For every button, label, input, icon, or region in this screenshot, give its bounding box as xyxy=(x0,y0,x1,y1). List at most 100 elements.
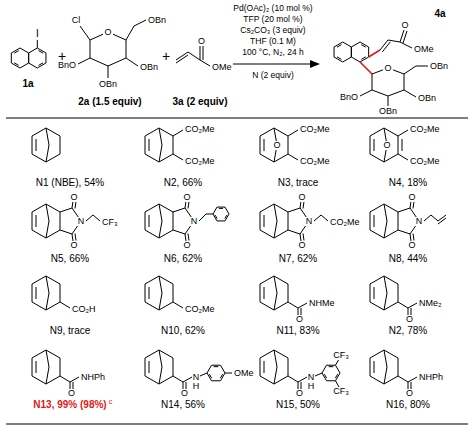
bond xyxy=(36,287,37,299)
bond xyxy=(46,204,49,238)
bond xyxy=(75,202,76,209)
bond xyxy=(200,46,201,60)
bond xyxy=(298,303,307,308)
bond xyxy=(32,128,60,162)
bond xyxy=(388,96,389,106)
text-label: N xyxy=(307,373,316,382)
text-label: Cs₂CO₃ (3 equiv) xyxy=(239,26,306,35)
text-label: OMe xyxy=(413,45,435,54)
bond xyxy=(90,32,126,66)
text-label: N4, 18% xyxy=(388,178,428,188)
bond xyxy=(260,204,288,238)
text-label: 1a xyxy=(21,79,34,89)
bond xyxy=(404,90,416,97)
bond xyxy=(298,377,307,382)
text-label: Cl xyxy=(71,16,82,25)
bond xyxy=(315,373,322,376)
text-label: OMe xyxy=(211,63,233,72)
bond xyxy=(72,201,73,208)
bond xyxy=(60,376,70,382)
text-label: I xyxy=(35,29,40,39)
bond xyxy=(382,42,390,52)
bond xyxy=(370,204,398,238)
text-label: O xyxy=(69,193,78,202)
bond xyxy=(32,276,60,310)
bond xyxy=(335,374,337,378)
bond xyxy=(78,58,90,64)
bond xyxy=(214,366,219,367)
bond xyxy=(374,361,375,373)
bond xyxy=(209,374,211,378)
bond xyxy=(149,215,150,227)
bond xyxy=(260,350,288,384)
text-label: CF₃ xyxy=(101,218,119,227)
bond xyxy=(149,361,150,373)
bond xyxy=(400,30,404,42)
bond xyxy=(145,350,173,384)
bond xyxy=(274,204,277,238)
text-label: OBn xyxy=(429,62,449,71)
bond xyxy=(388,40,400,42)
bond xyxy=(288,302,298,308)
bond xyxy=(86,215,100,221)
text-label: O xyxy=(407,241,416,250)
bond xyxy=(384,204,387,238)
bond xyxy=(149,139,150,151)
bond xyxy=(173,154,183,160)
text-label: N3, trace xyxy=(277,178,320,188)
bond xyxy=(159,204,162,238)
bond xyxy=(6,118,468,119)
text-label: NMe₂ xyxy=(418,299,443,308)
text-label: NHPh xyxy=(80,373,106,382)
text-label: 4a xyxy=(433,9,446,19)
text-label: NHPh xyxy=(418,373,444,382)
text-label: N15, 50% xyxy=(275,400,321,410)
text-label: O xyxy=(383,64,392,73)
text-label: CO₂Me xyxy=(184,157,216,166)
text-label: CO₂H xyxy=(71,305,97,314)
bond xyxy=(408,303,417,308)
text-label: O xyxy=(182,193,191,202)
bond xyxy=(183,377,192,382)
bond xyxy=(75,234,76,241)
text-label: O xyxy=(405,389,414,398)
text-label: OBn xyxy=(378,107,398,116)
text-label: + xyxy=(161,49,171,63)
text-label: N (2 equiv) xyxy=(251,71,295,80)
text-label: O xyxy=(67,389,76,398)
text-label: H xyxy=(307,382,316,391)
bond xyxy=(14,63,18,66)
text-label: BnO xyxy=(57,61,77,70)
bond xyxy=(36,139,37,151)
text-label: TFP (20 mol %) xyxy=(242,15,303,24)
bond xyxy=(322,365,340,381)
text-label: N2, 66% xyxy=(163,178,203,188)
text-label: Pd(OAc)₂ (10 mol %) xyxy=(232,4,313,13)
text-label: BnO xyxy=(339,93,359,102)
bond xyxy=(149,287,150,299)
bond xyxy=(334,42,351,62)
text-label: CO₂Me xyxy=(299,157,331,166)
bond xyxy=(337,45,341,48)
text-label: N16, 80% xyxy=(385,400,431,410)
text-label: O xyxy=(180,389,189,398)
bond xyxy=(403,31,407,43)
text-label: 100 °C, N₂, 24 h xyxy=(241,48,305,57)
bond xyxy=(438,215,446,221)
bond xyxy=(200,373,207,376)
bond xyxy=(374,287,375,299)
bond xyxy=(274,350,277,384)
bond xyxy=(37,40,38,48)
bond xyxy=(46,276,49,310)
bond xyxy=(6,424,468,425)
text-label: O xyxy=(182,241,191,250)
text-label: O xyxy=(297,241,306,250)
bond xyxy=(413,234,414,241)
text-label: OMe xyxy=(233,369,255,378)
bond xyxy=(288,130,298,136)
text-label: 2a (1.5 equiv) xyxy=(77,97,142,107)
text-label: N14, 56% xyxy=(160,400,206,410)
bond xyxy=(80,26,90,40)
bond xyxy=(145,204,173,238)
